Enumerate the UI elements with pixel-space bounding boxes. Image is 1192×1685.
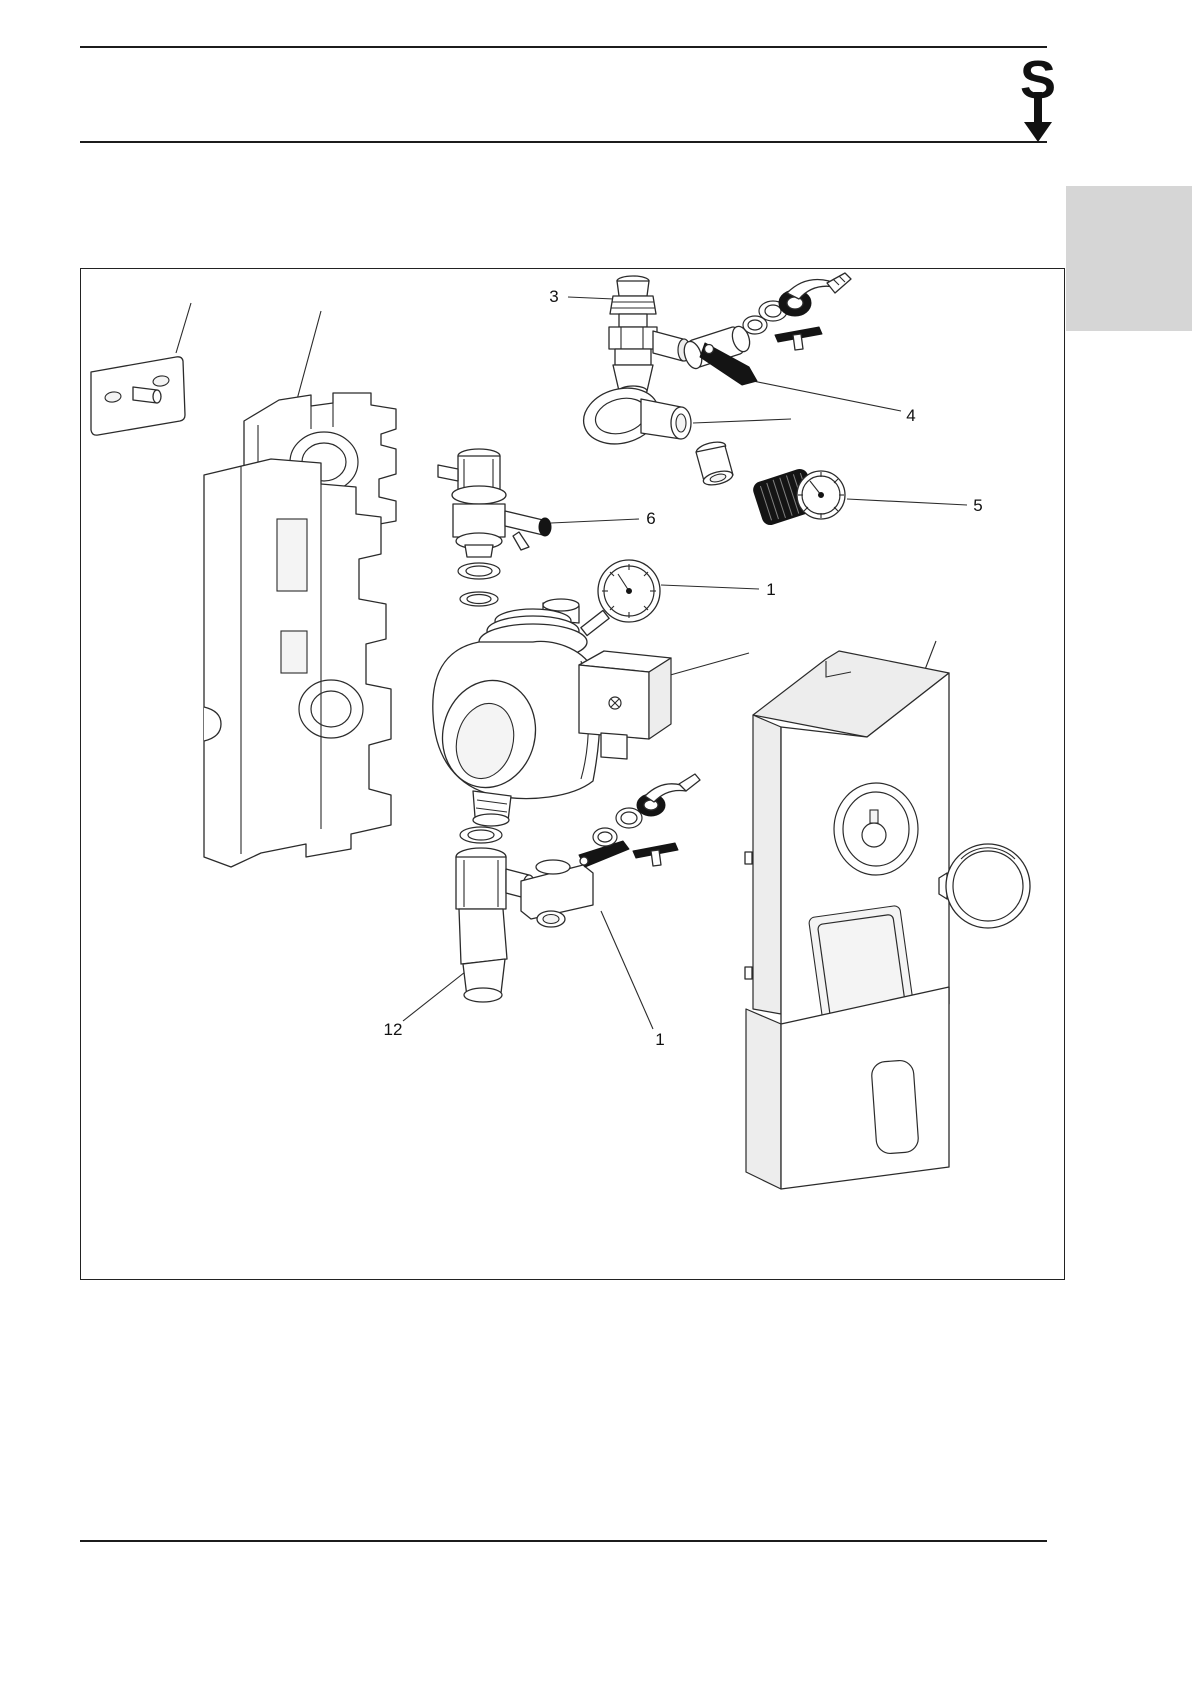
bottom-tee-valve <box>520 840 630 928</box>
callout-4: 4 <box>906 406 915 425</box>
thermometer <box>580 559 661 637</box>
round-knob <box>938 843 1031 929</box>
header-bottom-rule <box>80 141 1047 143</box>
callout-1-bottom: 1 <box>655 1030 664 1049</box>
footer-rule <box>80 1540 1047 1542</box>
hose-connector-bottom <box>592 773 701 867</box>
callout-3: 3 <box>549 287 558 306</box>
leader-callout-4 <box>752 380 902 412</box>
section-tab <box>1066 186 1192 331</box>
header-top-rule <box>80 46 1047 48</box>
leader-callout-1-top <box>660 584 760 590</box>
safety-valve <box>608 275 691 397</box>
gasket-pump-bottom <box>459 826 503 844</box>
callout-5: 5 <box>973 496 982 515</box>
front-insulation-cover <box>744 650 950 1190</box>
fill-vent-valve <box>437 448 552 558</box>
callout-numbers: 3 4 5 6 1 12 1 <box>384 287 983 1049</box>
circulation-pump <box>432 598 672 827</box>
exploded-parts-diagram: 3 4 5 6 1 12 1 <box>90 272 1031 1190</box>
icon-arrow-head <box>1024 122 1052 142</box>
bottom-valve-check <box>455 847 536 1003</box>
ball-valve-lever <box>683 325 758 386</box>
wall-bracket <box>90 356 186 436</box>
gaskets-middle <box>457 562 501 607</box>
leader-wall-bracket <box>175 302 192 354</box>
valve-lever-handle <box>699 342 758 386</box>
cable-gland <box>600 732 628 760</box>
leader-callout-6 <box>550 518 640 524</box>
icon-arrow-stem <box>1034 92 1042 124</box>
exploded-diagram-frame: 3 4 5 6 1 12 1 <box>80 268 1065 1280</box>
leader-callout-1-bottom <box>600 910 654 1030</box>
union-tailpiece <box>582 387 692 445</box>
pump-screw <box>608 696 622 710</box>
hose-connector-top <box>774 272 852 351</box>
leader-union <box>692 418 792 424</box>
s-down-arrow-icon: S <box>1020 52 1056 142</box>
pump-knob-gauge <box>753 469 846 525</box>
rear-insulation-shell <box>203 392 397 868</box>
callout-12: 12 <box>384 1020 403 1039</box>
callout-1-top: 1 <box>766 580 775 599</box>
callout-6: 6 <box>646 509 655 528</box>
check-fitting <box>695 441 734 486</box>
leader-callout-3 <box>567 296 615 300</box>
leader-callout-5 <box>846 498 968 506</box>
